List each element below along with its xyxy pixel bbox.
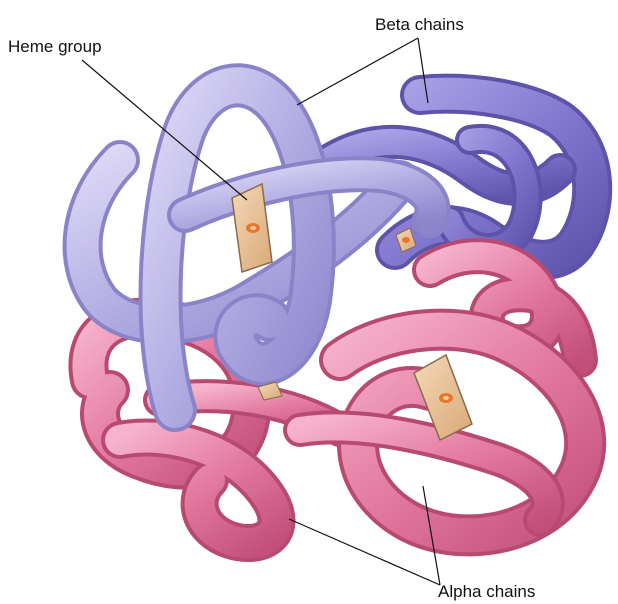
beta-leader-line-1 bbox=[297, 38, 418, 105]
beta-chains-label: Beta chains bbox=[375, 16, 464, 33]
alpha-chains-label: Alpha chains bbox=[438, 583, 535, 600]
heme-group-label: Heme group bbox=[8, 38, 102, 55]
